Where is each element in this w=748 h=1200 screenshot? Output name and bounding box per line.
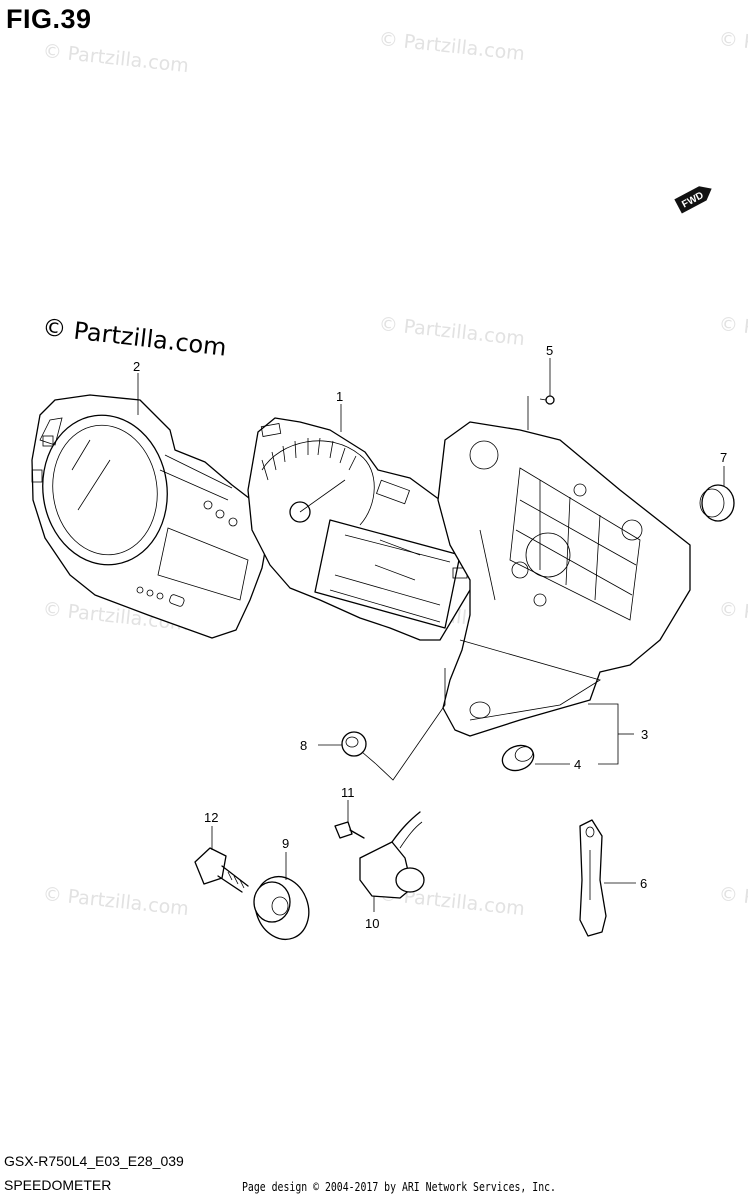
clamp [579,819,607,937]
callout-2: 2 [133,359,140,374]
meter-case-lower [437,421,691,737]
cap [699,484,735,522]
bolt-flange [194,847,249,893]
callout-10: 10 [365,916,379,931]
model-code: GSX-R750L4_E03_E28_039 [4,1153,184,1169]
callout-1: 1 [336,389,343,404]
callout-7: 7 [720,450,727,465]
figure-title: FIG.39 [6,4,92,34]
callout-4: 4 [574,757,581,772]
bolt [341,731,377,765]
callout-3: 3 [641,727,648,742]
callout-12: 12 [204,810,218,825]
screw [539,395,555,405]
cushion [501,744,535,772]
bolt-small [334,821,365,839]
callout-8: 8 [300,738,307,753]
meter-case-cover [31,394,269,639]
sensor [359,811,425,899]
section-name: SPEEDOMETER [4,1177,112,1193]
callout-5: 5 [546,343,553,358]
leader-lines [137,358,725,912]
speedometer-assembly [247,417,479,641]
callout-11: 11 [341,785,355,800]
washer-grommet [253,875,310,941]
copyright-notice: Page design © 2004-2017 by ARI Network S… [242,1180,556,1194]
fwd-arrow-badge: FWD [674,186,712,214]
callout-9: 9 [282,836,289,851]
callout-6: 6 [640,876,647,891]
